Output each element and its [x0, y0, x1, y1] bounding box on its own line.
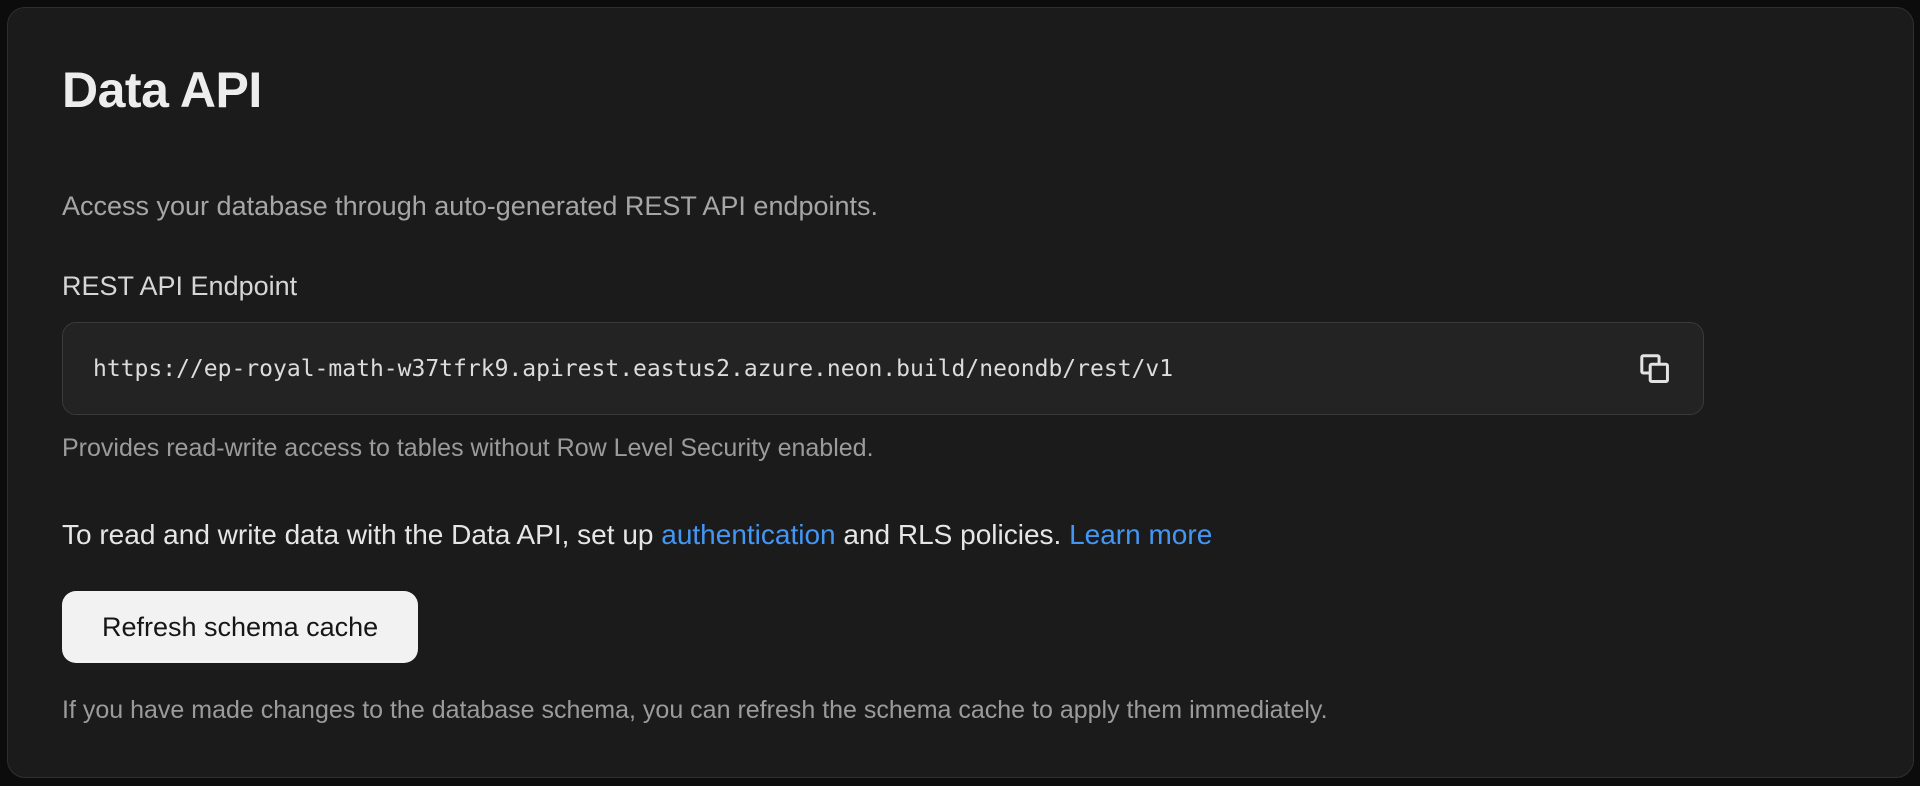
data-api-settings-panel: Data API Access your database through au… — [7, 7, 1914, 778]
rls-note-prefix: To read and write data with the Data API… — [62, 519, 662, 550]
learn-more-link[interactable]: Learn more — [1069, 519, 1213, 550]
authentication-link[interactable]: authentication — [661, 519, 836, 550]
refresh-schema-cache-button[interactable]: Refresh schema cache — [62, 591, 419, 663]
copy-icon — [1637, 351, 1673, 387]
rls-note: To read and write data with the Data API… — [62, 515, 1212, 555]
copy-endpoint-button[interactable] — [1633, 347, 1677, 391]
endpoint-label: REST API Endpoint — [62, 271, 298, 301]
endpoint-url-field[interactable]: https://ep-royal-math-w37tfrk9.apirest.e… — [62, 322, 1704, 415]
refresh-helper-text: If you have made changes to the database… — [62, 696, 1328, 724]
page-description: Access your database through auto-genera… — [62, 191, 879, 221]
endpoint-url-value: https://ep-royal-math-w37tfrk9.apirest.e… — [93, 355, 1174, 382]
page-title: Data API — [62, 62, 262, 118]
endpoint-helper-text: Provides read-write access to tables wit… — [62, 434, 874, 462]
rls-note-middle: and RLS policies. — [835, 519, 1070, 550]
